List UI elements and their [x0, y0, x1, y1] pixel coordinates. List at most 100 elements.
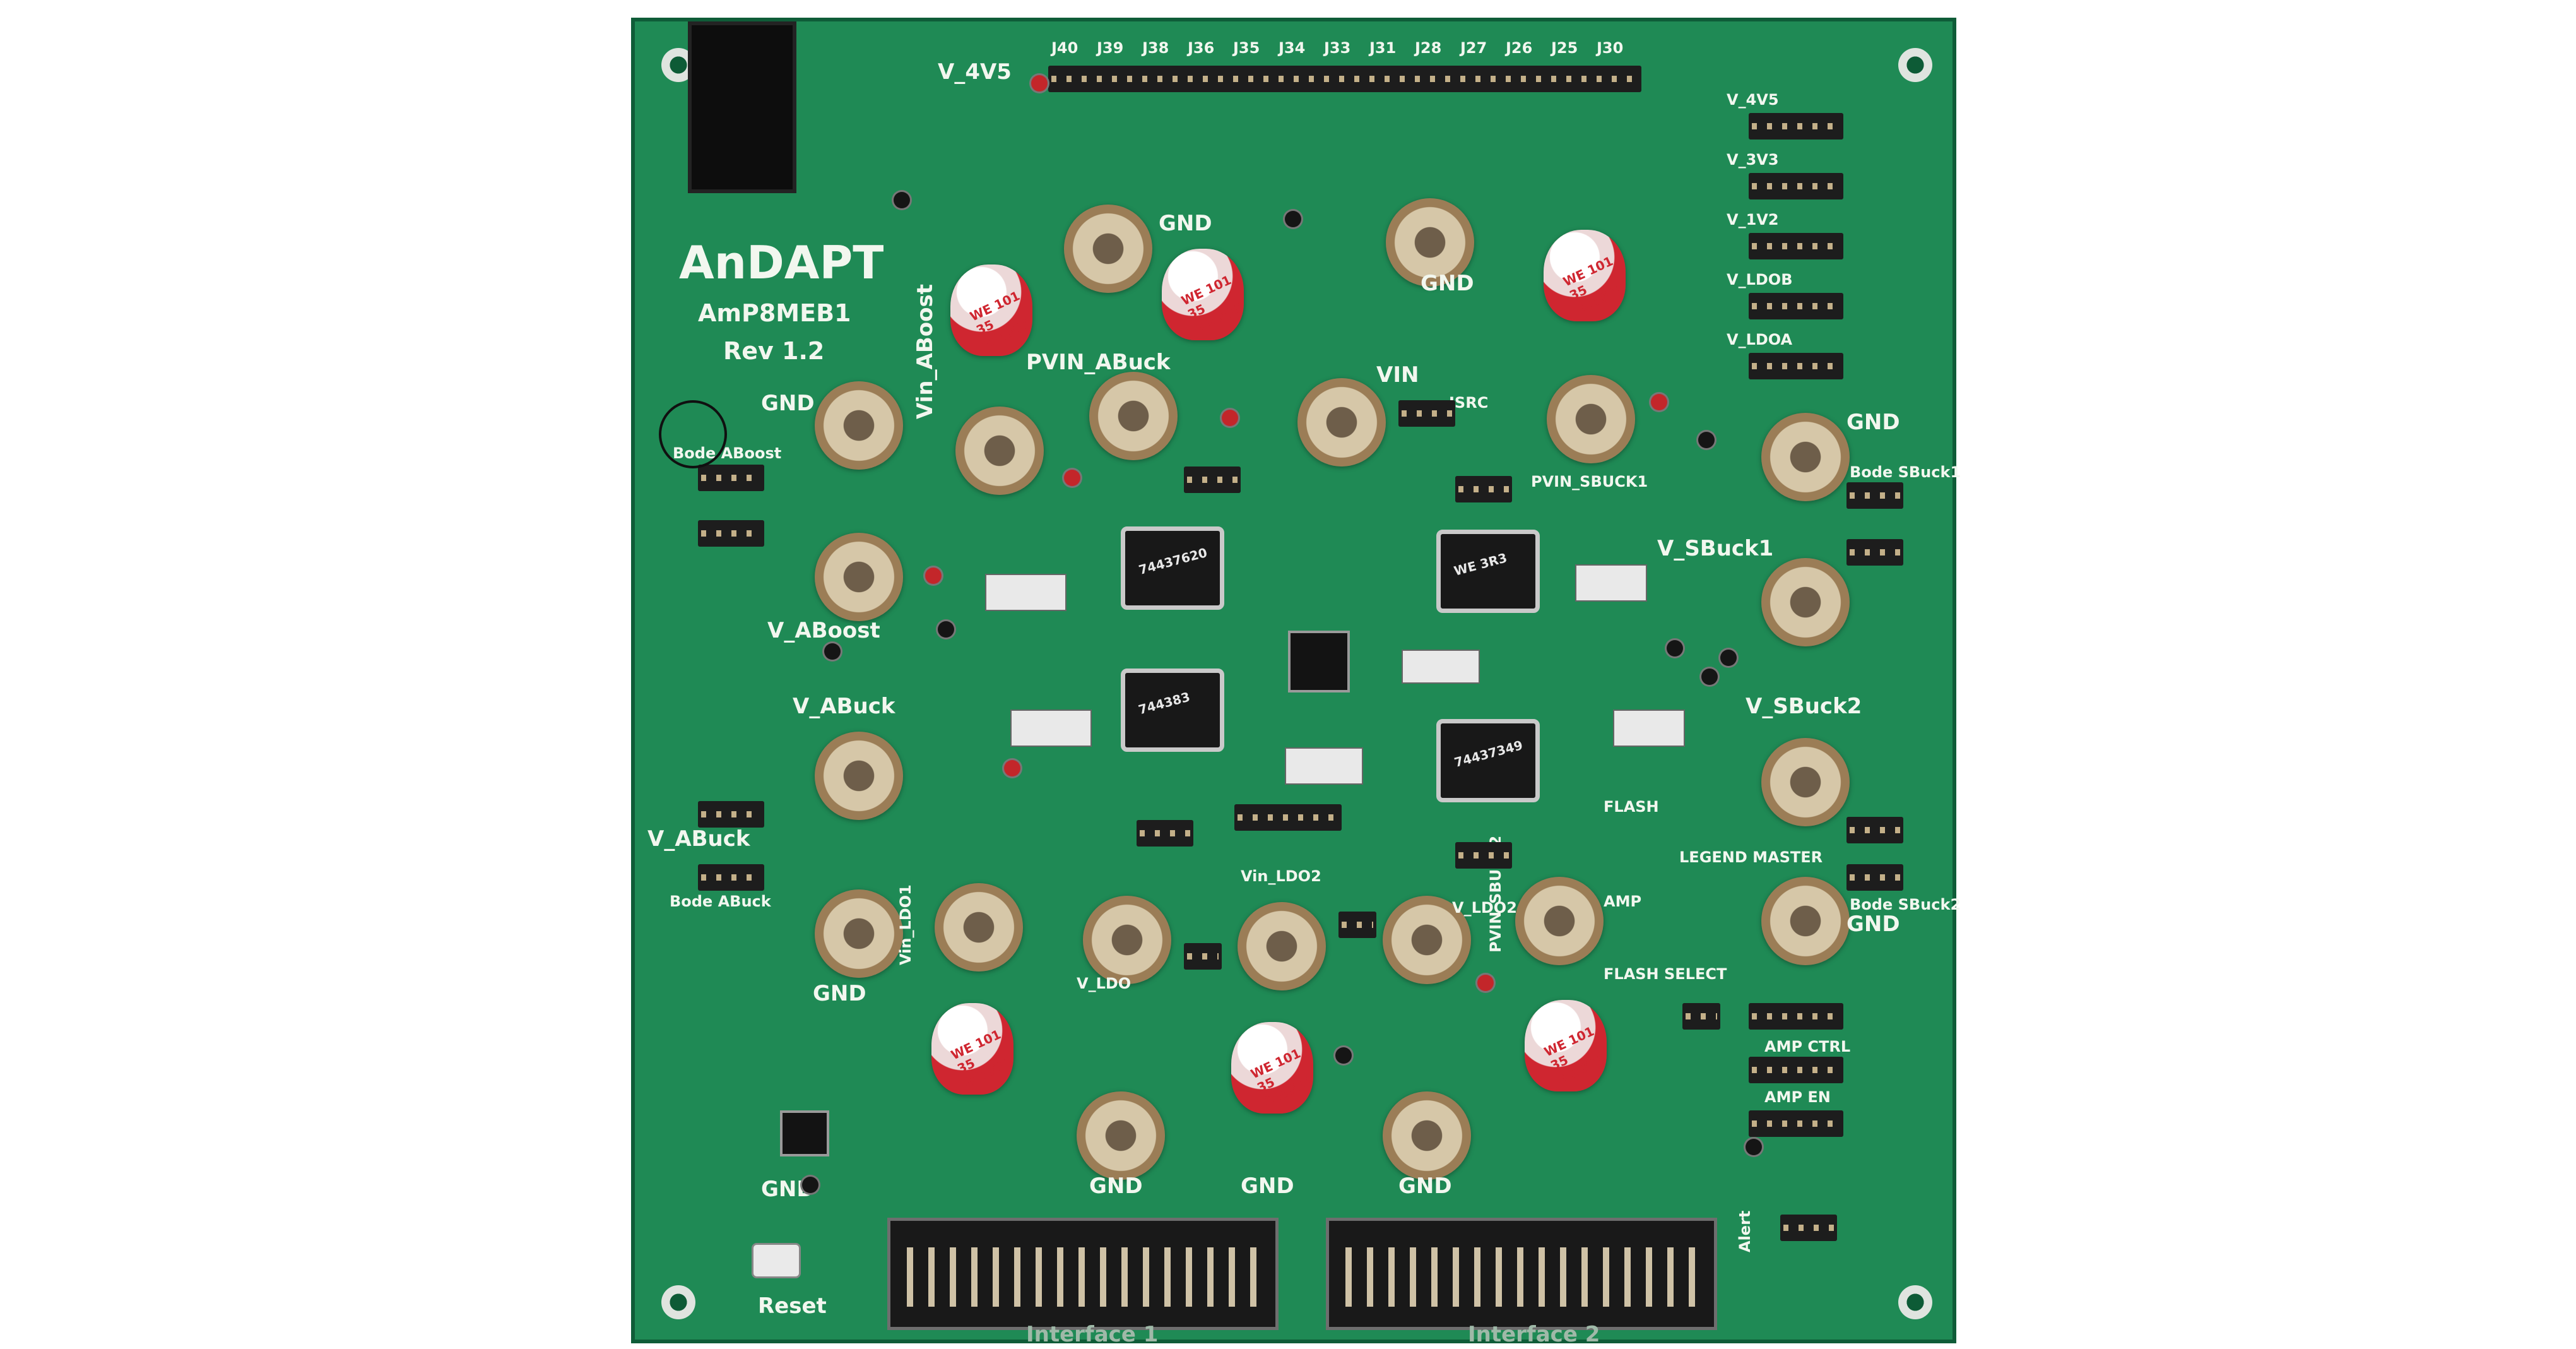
- jumper-j13: [1184, 943, 1222, 970]
- mounting-hole-bottom-right: [1898, 1285, 1932, 1319]
- label-v-sbuck1: V_SBuck1: [1657, 536, 1774, 561]
- dc-barrel-jack: [688, 21, 796, 193]
- binding-post-b11: [815, 381, 903, 470]
- label-amp: AMP: [1604, 893, 1642, 910]
- cap-marking: WE 101 35 ASLF15: [1542, 1023, 1609, 1088]
- test-point-tp12: [824, 643, 841, 660]
- jumper-j21-j23: [1234, 804, 1342, 831]
- binding-post-b19: [1761, 558, 1850, 646]
- binding-post-b1: [955, 407, 1044, 495]
- cap-marking: WE 101 35 ASLF15: [1179, 272, 1246, 336]
- label-vin: VIN: [1376, 362, 1419, 388]
- label-header-top: J39: [1097, 39, 1124, 57]
- label-legend-master: LEGEND MASTER: [1679, 848, 1823, 866]
- reset-button[interactable]: [752, 1243, 801, 1278]
- label-header-top: J33: [1324, 39, 1351, 57]
- mounting-hole-top-right: [1898, 48, 1932, 82]
- label-flash-select: FLASH SELECT: [1604, 965, 1727, 983]
- test-point-tp11: [1698, 432, 1715, 448]
- test-point-tp1: [938, 621, 954, 638]
- label-interface1: Interface 1: [1026, 1322, 1159, 1347]
- jumper-bode-sbuck1: [1846, 482, 1903, 509]
- inductor-marking: 74437349: [1452, 737, 1525, 770]
- binding-post-b5: [1547, 375, 1635, 463]
- smd-capacitor-array: [1575, 564, 1647, 602]
- test-point-tp17: [1746, 1139, 1762, 1155]
- jumper-sbuck1: [1846, 539, 1903, 566]
- mounting-hole-bottom-left: [661, 1285, 695, 1319]
- label-header-top: J25: [1551, 39, 1578, 57]
- ic-u2: [780, 1110, 829, 1156]
- label-flash: FLASH: [1604, 798, 1659, 816]
- label-v4v5: V_4V5: [938, 59, 1012, 85]
- jumper-j14: [698, 520, 764, 547]
- label-v-ldo: V_LDO: [1077, 975, 1131, 992]
- test-point-tp6: [1701, 669, 1718, 685]
- smd-capacitor-array: [1613, 710, 1685, 747]
- bode-coil-outline: [659, 400, 727, 468]
- pcb-board: AnDAPT AmP8MEB1 Rev 1.2 V_4V5 V_4V5 V_3V…: [631, 18, 1961, 1347]
- jumper-j43: [1749, 173, 1843, 199]
- label-v-aboost: V_ABoost: [767, 618, 880, 643]
- jumper-j7: [1137, 820, 1193, 847]
- binding-post-b22: [1383, 896, 1471, 984]
- jumper-j1: [1398, 400, 1455, 427]
- label-gnd-b11: GND: [761, 391, 815, 416]
- smd-capacitor-array: [985, 574, 1066, 611]
- board-revision: Rev 1.2: [723, 337, 825, 365]
- inductor-marking: 74437620: [1137, 545, 1209, 578]
- label-v1v2: V_1V2: [1727, 211, 1779, 229]
- jumper-flash-select: [1682, 1003, 1720, 1030]
- label-isrc: ISRC: [1449, 394, 1489, 412]
- brand-logo: AnDAPT: [679, 236, 884, 289]
- test-point-tp8: [1004, 760, 1020, 776]
- label-gnd-b16: GND: [1398, 1174, 1452, 1199]
- label-header-top: J30: [1597, 39, 1624, 57]
- cap-marking: WE 101 35 ASLF15: [1561, 253, 1628, 318]
- test-point-sbuck1: [1667, 640, 1683, 657]
- jumper-j46: [1749, 113, 1843, 140]
- label-header-top: J27: [1460, 39, 1487, 57]
- main-controller-ic-u1: [1288, 631, 1350, 692]
- jumper-j15: [698, 801, 764, 828]
- test-point-pvin-abuck: [1222, 410, 1238, 426]
- label-bode-abuck: Bode ABuck: [670, 893, 771, 910]
- jumper-alert: [1780, 1215, 1837, 1241]
- label-interface2: Interface 2: [1468, 1322, 1600, 1347]
- smd-capacitor-array: [1010, 710, 1092, 747]
- jumper-i2c-mode: [1749, 1003, 1843, 1030]
- binding-post-b20: [1761, 738, 1850, 826]
- test-point-tp10: [1064, 470, 1080, 486]
- label-v-ldo2: V_LDO2: [1452, 899, 1517, 917]
- label-amp-en: AMP EN: [1764, 1088, 1831, 1106]
- interface1-connector: [887, 1218, 1279, 1330]
- binding-post-b23: [935, 883, 1023, 972]
- label-header-top: J28: [1415, 39, 1442, 57]
- inductor-l7: 74437349: [1436, 719, 1540, 802]
- jumper-j5: [1184, 467, 1241, 493]
- jumper-j44: [1749, 353, 1843, 379]
- label-header-top: J35: [1233, 39, 1260, 57]
- label-v-sbuck2: V_SBuck2: [1746, 694, 1862, 719]
- binding-post-b15: [1077, 1091, 1165, 1180]
- top-header-row: [1048, 66, 1641, 92]
- label-vldoa: V_LDOA: [1727, 331, 1793, 348]
- label-header-top: J40: [1051, 39, 1078, 57]
- label-vin-ldo2: Vin_LDO2: [1241, 867, 1321, 885]
- jumper-j19: [1846, 864, 1903, 891]
- electrolytic-cap-c111: WE 101 35 ASLF15: [931, 1003, 1016, 1095]
- test-point-tp15: [1335, 1047, 1352, 1064]
- binding-post-b13: [1761, 413, 1850, 501]
- test-point-tp18: [894, 192, 910, 208]
- label-vldob: V_LDOB: [1727, 271, 1793, 288]
- test-point-tp4: [1477, 975, 1494, 991]
- label-alert: Alert: [1736, 1210, 1754, 1252]
- label-header-top: J34: [1279, 39, 1306, 57]
- test-point-tp13: [1720, 650, 1737, 666]
- electrolytic-cap-c113: WE 101 35 ASLF15: [1162, 249, 1246, 340]
- jumper-bode-aboost: [698, 465, 764, 491]
- label-vin-aboost: Vin_ABoost: [913, 283, 938, 419]
- inductor-l3: WE 3R3: [1436, 530, 1540, 613]
- label-header-top: J31: [1369, 39, 1397, 57]
- label-v-abuck-left: V_ABuck: [647, 826, 750, 852]
